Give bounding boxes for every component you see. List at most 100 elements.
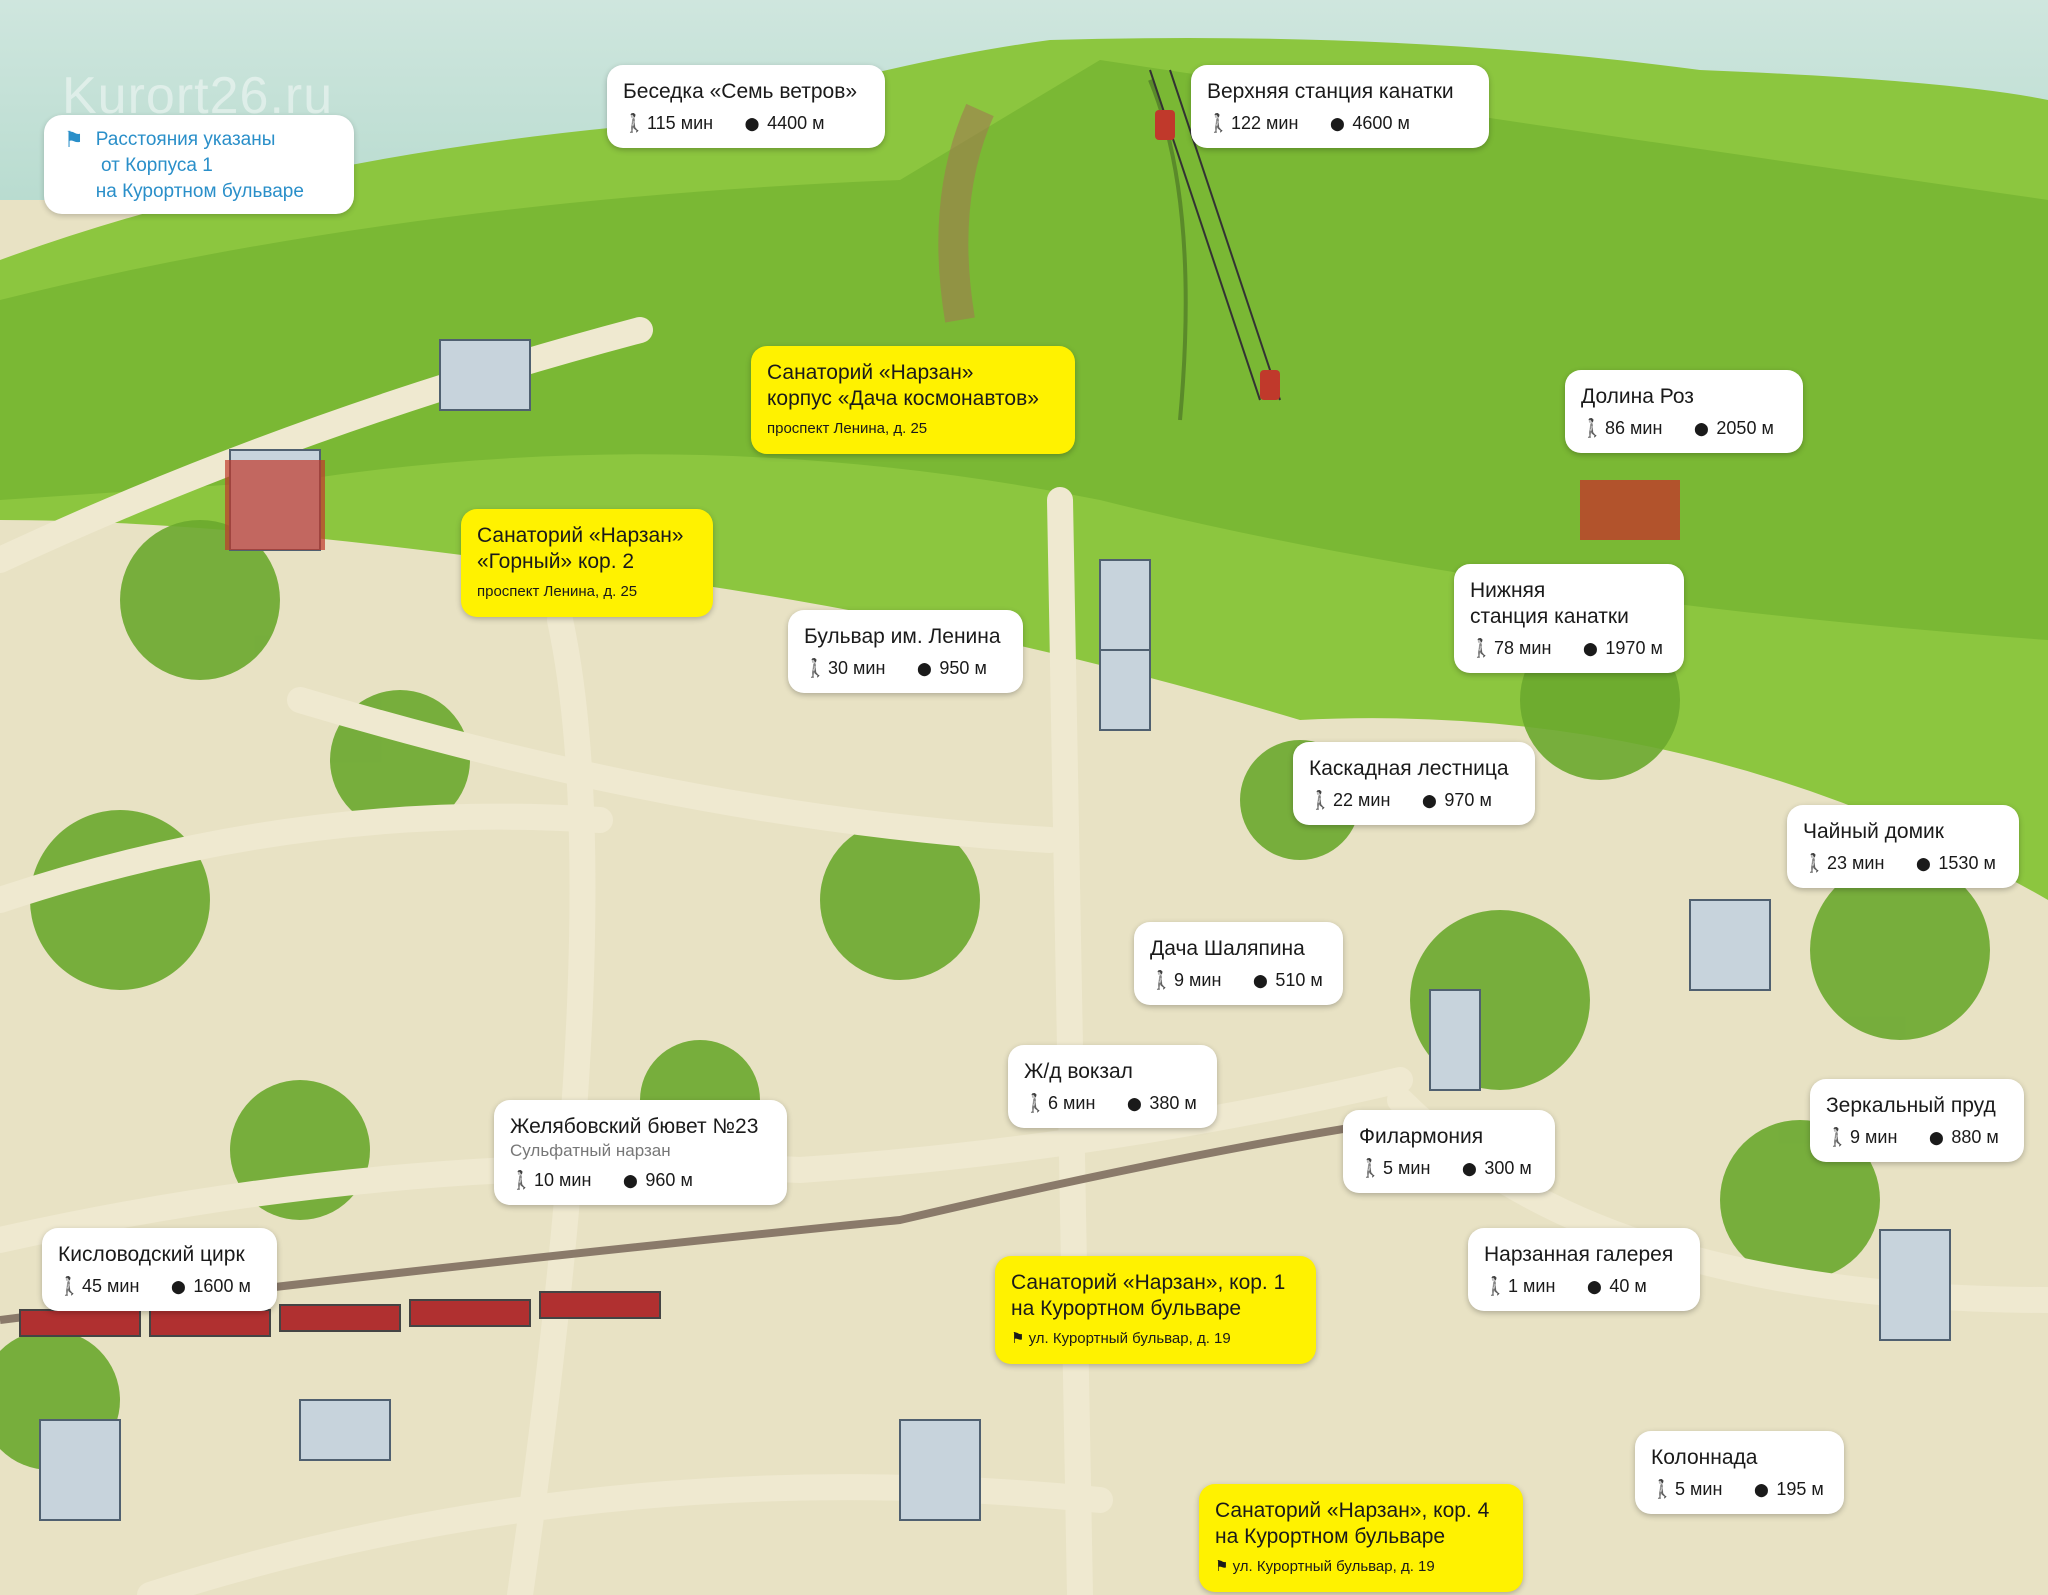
walking-person-icon: 🚶	[1651, 1479, 1674, 1499]
place-meta: 🚶122 мин ⬤ 4600 м	[1207, 113, 1473, 134]
place-card[interactable]: Нижняя станция канатки🚶78 мин⬤1970 м	[1454, 564, 1684, 673]
location-pin-icon: ⬤	[1754, 1481, 1769, 1497]
walking-person-icon: 🚶	[58, 1276, 81, 1296]
sanatorium-address-row: ⚑ ул. Курортный бульвар, д. 19	[1011, 1328, 1300, 1350]
walk-time: 45 мин	[82, 1276, 140, 1296]
place-card[interactable]: Чайный домик🚶23 мин⬤1530 м	[1787, 805, 2019, 888]
distance: 2050 м	[1716, 418, 1774, 438]
place-card[interactable]: Каскадная лестница🚶22 мин⬤970 м	[1293, 742, 1535, 825]
place-card[interactable]: Зеркальный пруд🚶9 мин⬤880 м	[1810, 1079, 2024, 1162]
location-pin-icon: ⬤	[1462, 1160, 1477, 1176]
place-meta: 🚶115 мин⬤4400 м	[623, 113, 869, 134]
flag-icon: ⚑	[1215, 1558, 1233, 1575]
walking-person-icon: 🚶	[1309, 790, 1332, 810]
distance: 195 м	[1776, 1479, 1824, 1499]
place-title: Нарзанная галерея	[1484, 1243, 1674, 1266]
distance: 1600 м	[193, 1276, 251, 1296]
legend-line: Расстояния указаны	[95, 129, 276, 150]
place-card[interactable]: Ж/д вокзал🚶6 мин⬤380 м	[1008, 1045, 1217, 1128]
distance: 300 м	[1484, 1158, 1532, 1178]
walking-person-icon: 🚶	[1581, 418, 1604, 438]
sanatorium-card[interactable]: Санаторий «Нарзан», кор. 4 на Курортном …	[1199, 1484, 1523, 1592]
place-title: Колоннада	[1651, 1446, 1758, 1469]
sanatorium-title: Санаторий «Нарзан» корпус «Дача космонав…	[767, 361, 1039, 410]
location-pin-icon: ⬤	[1253, 972, 1268, 988]
place-card[interactable]: Дача Шаляпина 🚶9 мин ⬤ 510 м	[1134, 922, 1343, 1005]
sanatorium-address: ул. Курортный бульвар, д. 19	[1232, 1558, 1435, 1575]
place-card[interactable]: Кисловодский цирк 🚶45 мин ⬤ 1600 м	[42, 1228, 277, 1311]
place-meta: 🚶78 мин⬤1970 м	[1470, 638, 1668, 659]
place-meta: 🚶9 мин ⬤ 510 м	[1150, 970, 1327, 991]
place-meta: 🚶86 мин ⬤ 2050 м	[1581, 418, 1787, 439]
sanatorium-title: Санаторий «Нарзан» «Горный» кор. 2	[477, 524, 684, 573]
sanatorium-address-row: ⚑ ул. Курортный бульвар, д. 19	[1215, 1556, 1507, 1578]
location-pin-icon: ⬤	[1330, 115, 1345, 131]
distance: 510 м	[1275, 970, 1323, 990]
walking-person-icon: 🚶	[1826, 1127, 1849, 1147]
place-meta: 🚶22 мин⬤970 м	[1309, 790, 1519, 811]
sanatorium-card[interactable]: Санаторий «Нарзан» «Горный» кор. 2 проспе…	[461, 509, 713, 617]
walking-person-icon: 🚶	[804, 658, 827, 678]
location-pin-icon: ⬤	[1694, 420, 1709, 436]
place-title: Чайный домик	[1803, 820, 1944, 843]
place-title: Каскадная лестница	[1309, 757, 1509, 780]
walk-time: 9 мин	[1174, 970, 1222, 990]
distance: 970 м	[1444, 790, 1492, 810]
walking-person-icon: 🚶	[1484, 1276, 1507, 1296]
distance: 40 м	[1609, 1276, 1647, 1296]
sanatorium-title: Санаторий «Нарзан», кор. 1 на Курортном …	[1011, 1271, 1286, 1320]
walking-person-icon: 🚶	[1150, 970, 1173, 990]
walking-person-icon: 🚶	[1207, 113, 1230, 133]
walk-time: 6 мин	[1048, 1093, 1096, 1113]
sanatorium-card[interactable]: Санаторий «Нарзан», кор. 1 на Курортном …	[995, 1256, 1316, 1364]
walking-person-icon: 🚶	[510, 1170, 533, 1190]
location-pin-icon: ⬤	[171, 1278, 186, 1294]
distance: 4600 м	[1352, 113, 1410, 133]
location-pin-icon: ⬤	[1916, 855, 1931, 871]
walking-person-icon: 🚶	[1024, 1093, 1047, 1113]
distance: 960 м	[645, 1170, 693, 1190]
walk-time: 1 мин	[1508, 1276, 1556, 1296]
place-meta: 🚶6 мин⬤380 м	[1024, 1093, 1201, 1114]
flag-icon: ⚑	[1011, 1330, 1029, 1347]
place-card[interactable]: Верхняя станция канатки🚶122 мин⬤4600 м	[1191, 65, 1489, 148]
location-pin-icon: ⬤	[623, 1172, 638, 1188]
distance-legend: ⚑ Расстояния указаны от Корпуса 1 на Кур…	[44, 115, 354, 214]
location-pin-icon: ⬤	[1422, 792, 1437, 808]
place-card[interactable]: Колоннада 🚶5 мин ⬤ 195 м	[1635, 1431, 1844, 1514]
place-title: Филармония	[1359, 1125, 1484, 1148]
walk-time: 122 мин	[1231, 113, 1299, 133]
place-card[interactable]: Бульвар им. Ленина 🚶30 мин⬤950 м	[788, 610, 1023, 693]
place-card[interactable]: Беседка «Семь ветров»🚶115 мин⬤4400 м	[607, 65, 885, 148]
place-title: Кисловодский цирк	[58, 1243, 245, 1266]
walk-time: 5 мин	[1675, 1479, 1723, 1499]
sanatorium-address-row: проспект Ленина, д. 25	[477, 581, 697, 603]
legend-line: от Корпуса 1	[95, 155, 213, 176]
walking-person-icon: 🚶	[1359, 1158, 1382, 1178]
walk-time: 86 мин	[1605, 418, 1663, 438]
distance: 4400 м	[767, 113, 825, 133]
place-title: Дача Шаляпина	[1150, 937, 1305, 960]
place-title: Бульвар им. Ленина	[804, 625, 1001, 648]
place-meta: 🚶1 мин⬤40 м	[1484, 1276, 1684, 1297]
sanatorium-address: проспект Ленина, д. 25	[477, 583, 638, 600]
place-meta: 🚶5 мин⬤300 м	[1359, 1158, 1539, 1179]
place-meta: 🚶10 мин⬤960 м	[510, 1170, 771, 1191]
distance: 380 м	[1149, 1093, 1197, 1113]
sanatorium-address: проспект Ленина, д. 25	[767, 420, 928, 437]
sanatorium-title: Санаторий «Нарзан», кор. 4 на Курортном …	[1215, 1499, 1490, 1548]
distance: 1970 м	[1605, 638, 1663, 658]
place-card[interactable]: Долина Роз🚶86 мин⬤2050 м	[1565, 370, 1803, 453]
walking-person-icon: 🚶	[1803, 853, 1826, 873]
place-meta: 🚶30 мин⬤950 м	[804, 658, 1007, 679]
place-card[interactable]: Нарзанная галерея 🚶1 мин⬤40 м	[1468, 1228, 1700, 1311]
walk-time: 9 мин	[1850, 1127, 1898, 1147]
walk-time: 23 мин	[1827, 853, 1885, 873]
sanatorium-card[interactable]: Санаторий «Нарзан» корпус «Дача космонав…	[751, 346, 1075, 454]
walk-time: 78 мин	[1494, 638, 1552, 658]
place-card[interactable]: Филармония🚶5 мин⬤300 м	[1343, 1110, 1555, 1193]
distance: 950 м	[939, 658, 987, 678]
place-meta: 🚶45 мин ⬤ 1600 м	[58, 1276, 261, 1297]
